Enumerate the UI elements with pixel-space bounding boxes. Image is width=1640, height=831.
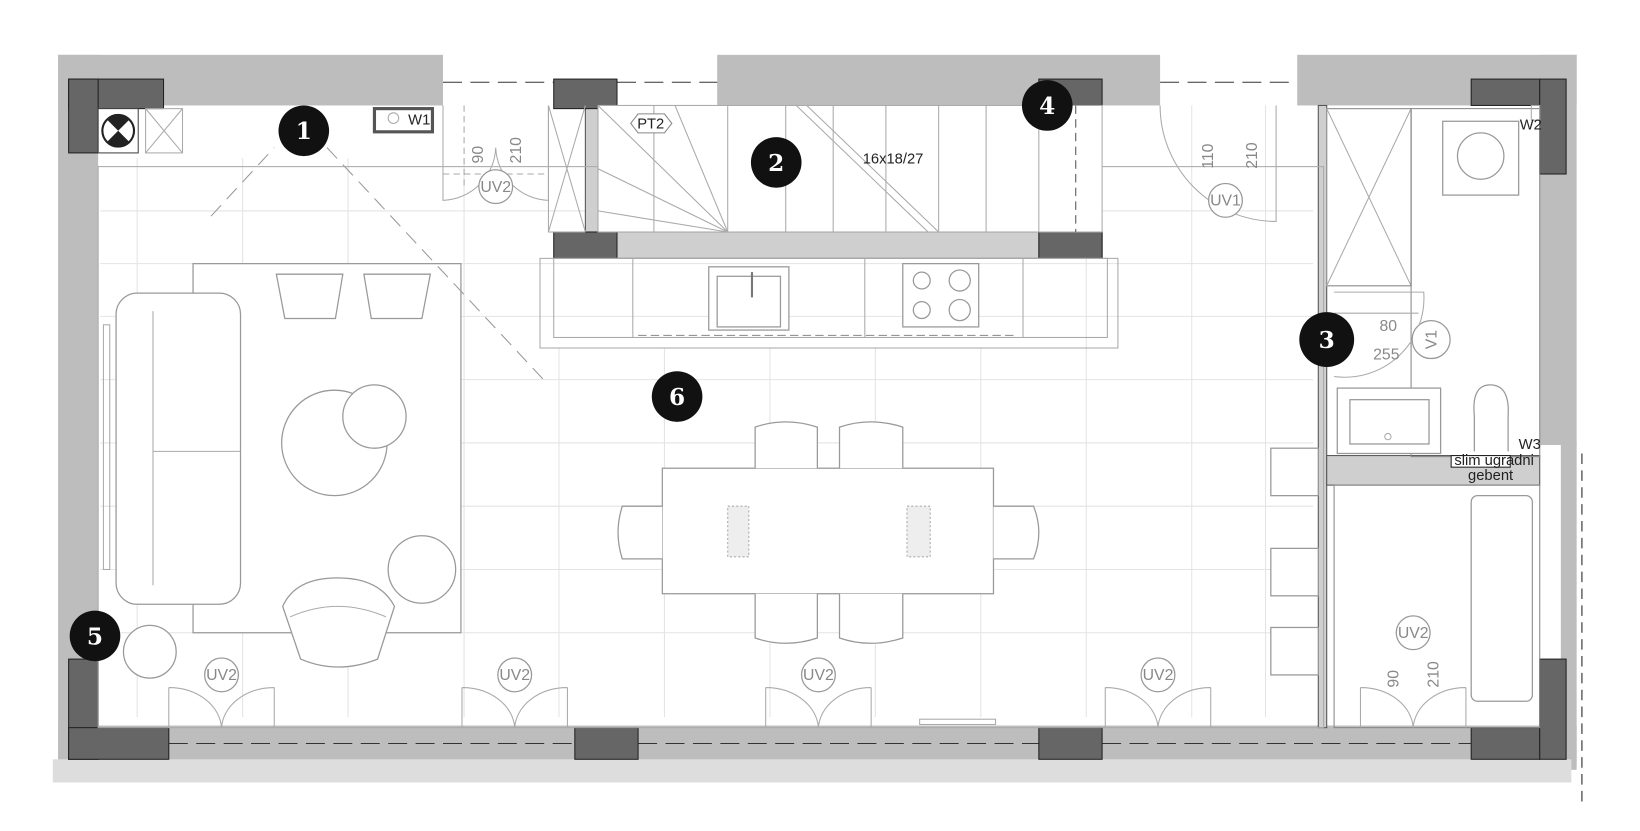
door-height: 210 <box>1244 142 1261 169</box>
svg-text:UV2: UV2 <box>499 667 530 684</box>
terrace-doors[interactable]: UV2 UV2 UV2 UV2 <box>168 657 1212 728</box>
window-w1: W1 <box>372 107 435 134</box>
stair-tag-pt2: PT2 <box>630 113 673 134</box>
door-height: 210 <box>1426 661 1443 688</box>
window-label-w3: W3 <box>1519 437 1541 453</box>
svg-text:1: 1 <box>296 118 312 145</box>
marker-3: 3 <box>1299 312 1355 367</box>
entry-door[interactable]: 90 210 UV2 <box>442 105 549 205</box>
toilet <box>1473 384 1509 452</box>
svg-text:UV1: UV1 <box>1210 193 1241 210</box>
terrace-door-4: UV2 <box>1104 657 1212 728</box>
window-label-w2: W2 <box>1520 118 1542 134</box>
door-tag-uv2: UV2 <box>478 169 514 205</box>
marker-2: 2 <box>750 137 802 188</box>
door-width: 80 <box>1379 318 1397 335</box>
door-width: 110 <box>1200 143 1217 168</box>
svg-text:UV2: UV2 <box>480 179 511 196</box>
living-room-furniture <box>102 147 549 679</box>
door-width: 90 <box>1385 670 1402 688</box>
terrace-door-1: UV2 <box>168 657 275 728</box>
svg-text:3: 3 <box>1319 327 1335 354</box>
terrace-door-3: UV2 <box>765 657 872 728</box>
marker-4: 4 <box>1021 80 1073 131</box>
bathtub <box>1470 495 1533 702</box>
marker-5: 5 <box>69 610 121 662</box>
markers: 1 2 3 4 5 6 <box>69 80 1355 662</box>
door-height: 210 <box>508 137 525 164</box>
dashed-window-lines <box>168 81 1472 744</box>
wc-note-line1: slim ugradni <box>1454 453 1534 469</box>
cooktop <box>902 263 980 328</box>
svg-text:UV2: UV2 <box>1398 625 1429 642</box>
armchair <box>282 577 396 668</box>
ventilation-shaft-icon <box>97 108 184 154</box>
svg-text:UV2: UV2 <box>1143 667 1174 684</box>
marker-1: 1 <box>278 105 330 157</box>
stair-spec: 16x18/27 <box>863 151 924 167</box>
svg-text:6: 6 <box>669 384 685 411</box>
svg-text:5: 5 <box>87 623 103 650</box>
door-uv1[interactable]: 110 210 UV1 <box>1159 105 1277 222</box>
svg-text:PT2: PT2 <box>637 117 664 133</box>
svg-text:4: 4 <box>1039 93 1055 120</box>
kitchen-counter <box>539 257 1119 349</box>
sofa <box>115 292 242 605</box>
door-width: 90 <box>470 146 487 164</box>
door-height: 255 <box>1373 347 1400 364</box>
svg-text:2: 2 <box>768 150 784 177</box>
terrace-door-2: UV2 <box>461 657 568 728</box>
dining-set <box>617 421 1319 676</box>
staircase: PT2 16x18/27 <box>597 104 1103 233</box>
svg-text:V1: V1 <box>1423 330 1440 350</box>
svg-text:UV2: UV2 <box>206 667 237 684</box>
wc-note-line2: gebent <box>1468 468 1513 484</box>
door-v1 <box>1334 291 1425 378</box>
marker-6: 6 <box>651 371 703 422</box>
window-label-w1: W1 <box>408 112 430 128</box>
bathroom: W2 80 255 V1 W3 slim ugradni gebent 90 2… <box>1326 104 1542 729</box>
svg-text:UV2: UV2 <box>803 667 834 684</box>
storage-closet <box>547 105 586 233</box>
door-uv2-bathroom[interactable]: 90 210 UV2 <box>1359 615 1467 728</box>
